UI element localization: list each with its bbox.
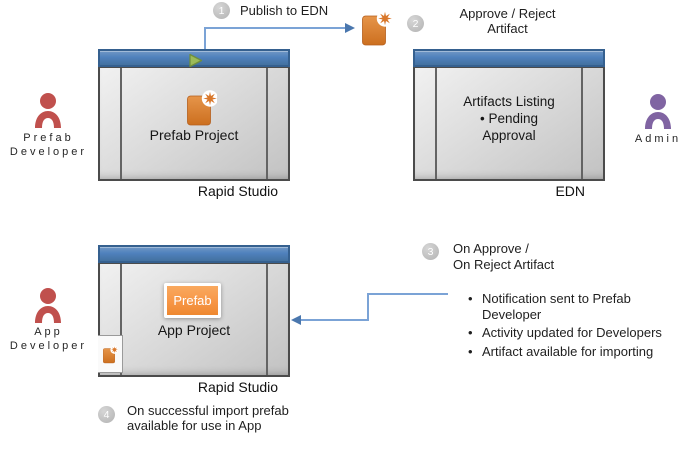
window-right-rail (266, 264, 268, 375)
rapid-studio-caption-bottom: Rapid Studio (197, 379, 279, 395)
edn-window: Artifacts Listing • Pending Approval (413, 49, 605, 181)
step-2-badge: 2 (407, 15, 424, 32)
step-2-label-line1: Approve / Reject (459, 6, 556, 21)
artifacts-listing-line3: Approval (482, 128, 536, 143)
window-titlebar (98, 49, 290, 67)
step-4-badge: 4 (98, 406, 115, 423)
step-3-label-line2: On Reject Artifact (453, 256, 555, 272)
prefab-developer-label-line1: Prefab (23, 132, 74, 144)
prefab-mini-doc-icon (103, 344, 118, 363)
prefab-developer-label: Prefab Developer (0, 131, 97, 159)
step-1-number: 1 (218, 4, 225, 17)
rapid-studio-prefab-window: Prefab Project (98, 49, 290, 181)
admin-label-line1: Admin (634, 133, 682, 145)
approval-notes-list: Notification sent to Prefab Developer Ac… (462, 291, 667, 362)
step-2-label: Approve / Reject Artifact (445, 6, 570, 36)
app-developer-label-line2: Developer (9, 340, 88, 352)
step-4-number: 4 (103, 408, 110, 421)
note-item: Artifact available for importing (462, 344, 667, 360)
edn-caption: EDN (555, 183, 585, 199)
step-1-badge: 1 (213, 2, 230, 19)
rapid-studio-app-window: Prefab App Project (98, 245, 290, 377)
window-right-rail (581, 68, 583, 179)
window-body (98, 263, 290, 377)
prefab-developer-label-line2: Developer (9, 146, 88, 158)
window-left-rail (435, 68, 437, 179)
step-2-number: 2 (412, 17, 419, 30)
note-item: Notification sent to Prefab Developer (462, 291, 667, 322)
window-left-rail (120, 264, 122, 375)
artifacts-listing-text: Artifacts Listing • Pending Approval (437, 93, 581, 144)
note-item: Activity updated for Developers (462, 325, 667, 341)
app-project-label: App Project (157, 322, 231, 338)
app-developer-person-icon (35, 288, 61, 323)
approval-result-connector-arrow (291, 293, 448, 325)
app-developer-label-line1: App (34, 326, 63, 338)
rapid-studio-caption-top: Rapid Studio (197, 183, 279, 199)
app-developer-label: App Developer (0, 325, 97, 353)
window-titlebar (413, 49, 605, 67)
step-3-number: 3 (427, 245, 434, 258)
step-3-label-line1: On Approve / (453, 241, 529, 256)
admin-label: Admin (610, 132, 700, 146)
window-left-rail (120, 68, 122, 179)
artifacts-listing-line1: Artifacts Listing (463, 94, 555, 109)
step-3-label: On Approve / On Reject Artifact (453, 241, 554, 272)
prefab-project-doc-icon (187, 89, 217, 126)
prefab-project-label: Prefab Project (149, 127, 239, 143)
step-1-label: Publish to EDN (240, 3, 329, 18)
step-4-label-line2: available for use in App (127, 418, 262, 433)
prefab-button: Prefab (164, 283, 221, 318)
step-4-label: On successful import prefab available fo… (127, 403, 289, 433)
window-right-rail (266, 68, 268, 179)
play-icon (189, 53, 203, 67)
window-body (413, 67, 605, 181)
step-3-badge: 3 (422, 243, 439, 260)
step-4-label-line1: On successful import prefab (127, 403, 289, 418)
admin-person-icon (645, 94, 671, 129)
published-artifact-doc-icon (362, 9, 392, 46)
step-2-label-line2: Artifact (487, 21, 528, 36)
artifacts-listing-line2: • Pending (479, 111, 539, 126)
publish-connector-arrow (204, 23, 355, 49)
prefab-developer-person-icon (35, 93, 61, 128)
window-titlebar (98, 245, 290, 263)
prefab-palette-panel (98, 335, 123, 373)
